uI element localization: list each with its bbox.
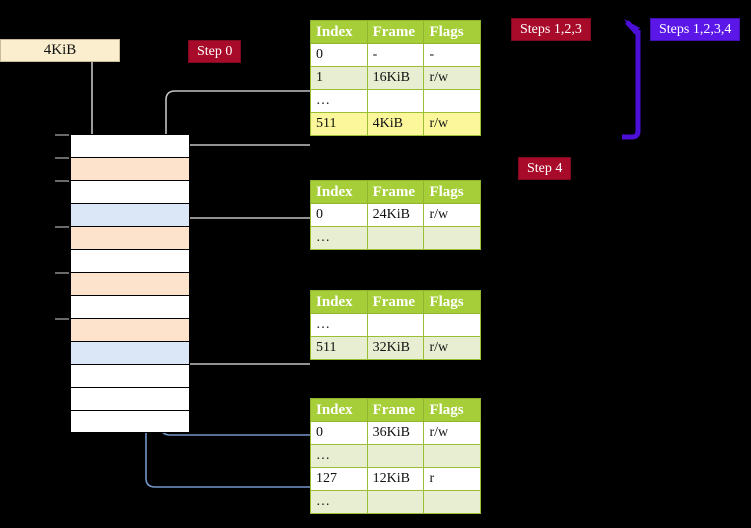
badge-steps-123[interactable]: Steps 1,2,3 xyxy=(511,18,591,41)
table-cell-index: 0 xyxy=(310,43,368,67)
column-header-flags: Flags xyxy=(423,180,481,204)
column-header-index: Index xyxy=(310,20,368,44)
memory-frame-row[interactable] xyxy=(70,203,190,226)
memory-frame-row[interactable] xyxy=(70,387,190,410)
column-header-frame: Frame xyxy=(366,180,425,204)
table-cell-frame: 12KiB xyxy=(366,467,425,491)
badge-step-0[interactable]: Step 0 xyxy=(188,40,242,63)
memory-frame-row[interactable] xyxy=(70,180,190,203)
table-row[interactable]: … xyxy=(310,89,481,113)
table-cell-index: … xyxy=(310,444,368,468)
column-header-frame: Frame xyxy=(366,290,425,314)
table-cell-frame xyxy=(366,444,425,468)
memory-frame-row[interactable] xyxy=(70,410,190,433)
table-cell-frame xyxy=(366,490,425,514)
table-cell-flags xyxy=(423,226,481,250)
table-cell-frame: - xyxy=(366,43,425,67)
column-header-index: Index xyxy=(310,290,368,314)
memory-frame-row[interactable] xyxy=(70,134,190,157)
column-header-flags: Flags xyxy=(423,20,481,44)
memory-tick-mark xyxy=(55,272,69,274)
table-cell-flags: r/w xyxy=(423,112,481,136)
table-cell-index: 511 xyxy=(310,336,368,360)
column-header-frame: Frame xyxy=(366,20,425,44)
memory-frame-row[interactable] xyxy=(70,157,190,180)
memory-frame-row[interactable] xyxy=(70,226,190,249)
table-cell-flags: r xyxy=(423,467,481,491)
badge-step-4[interactable]: Step 4 xyxy=(518,157,572,180)
badge-steps-1234[interactable]: Steps 1,2,3,4 xyxy=(650,18,741,41)
memory-frame-row[interactable] xyxy=(70,318,190,341)
column-header-frame: Frame xyxy=(366,398,425,422)
table-cell-frame: 24KiB xyxy=(366,203,425,227)
table-cell-flags xyxy=(423,89,481,113)
table-cell-flags: r/w xyxy=(423,336,481,360)
table-cell-flags: - xyxy=(423,43,481,67)
table-cell-frame: 4KiB xyxy=(366,112,425,136)
table-cell-frame: 32KiB xyxy=(366,336,425,360)
memory-tick-mark xyxy=(55,226,69,228)
memory-frame-row[interactable] xyxy=(70,364,190,387)
table-cell-index: … xyxy=(310,89,368,113)
table-row[interactable]: … xyxy=(310,313,481,337)
table-cell-flags xyxy=(423,444,481,468)
table-cell-index: … xyxy=(310,313,368,337)
table-cell-frame: 16KiB xyxy=(366,66,425,90)
table-cell-index: 0 xyxy=(310,421,368,445)
column-header-index: Index xyxy=(310,180,368,204)
table-cell-frame xyxy=(366,226,425,250)
table-cell-flags: r/w xyxy=(423,421,481,445)
table-cell-flags xyxy=(423,490,481,514)
table-cell-frame: 36KiB xyxy=(366,421,425,445)
column-header-flags: Flags xyxy=(423,398,481,422)
table-cell-index: 1 xyxy=(310,66,368,90)
column-header-index: Index xyxy=(310,398,368,422)
table-cell-index: 0 xyxy=(310,203,368,227)
memory-tick-mark xyxy=(55,157,69,159)
table-cell-frame xyxy=(366,89,425,113)
column-header-flags: Flags xyxy=(423,290,481,314)
table-row[interactable]: 0-- xyxy=(310,43,481,67)
memory-size-label: 4KiB xyxy=(0,39,120,62)
table-cell-index: 511 xyxy=(310,112,368,136)
memory-tick-mark xyxy=(55,134,69,136)
table-cell-index: … xyxy=(310,226,368,250)
table-cell-index: … xyxy=(310,490,368,514)
table-cell-frame xyxy=(366,313,425,337)
table-cell-index: 127 xyxy=(310,467,368,491)
table-row[interactable]: … xyxy=(310,490,481,514)
table-row[interactable]: … xyxy=(310,226,481,250)
memory-frame-row[interactable] xyxy=(70,249,190,272)
memory-frame-row[interactable] xyxy=(70,272,190,295)
memory-frame-row[interactable] xyxy=(70,341,190,364)
memory-frame-row[interactable] xyxy=(70,295,190,318)
physical-memory-column xyxy=(55,134,190,433)
table-cell-flags: r/w xyxy=(423,66,481,90)
table-cell-flags: r/w xyxy=(423,203,481,227)
table-cell-flags xyxy=(423,313,481,337)
memory-tick-mark xyxy=(55,180,69,182)
table-row[interactable]: … xyxy=(310,444,481,468)
memory-tick-mark xyxy=(55,318,69,320)
